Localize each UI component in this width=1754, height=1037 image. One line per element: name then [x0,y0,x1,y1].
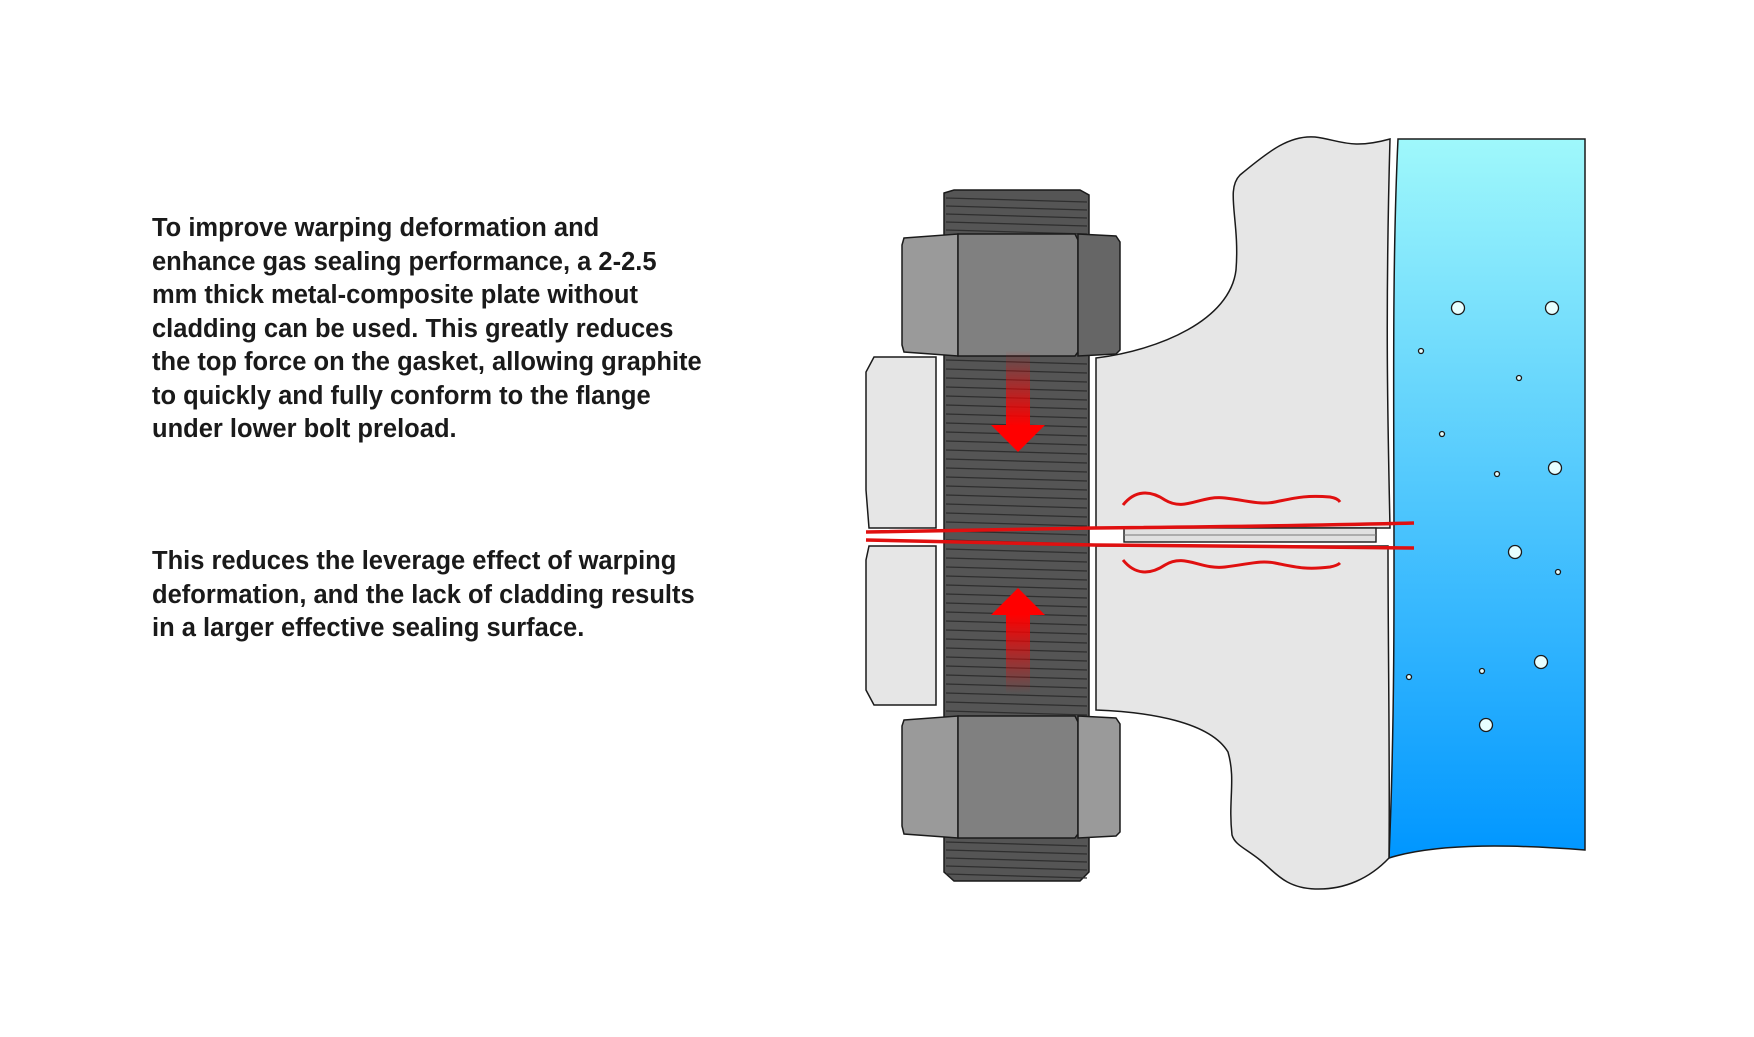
text-line: cladding can be used. This greatly reduc… [152,314,674,343]
upper-seal-line [865,521,1415,534]
description-paragraph-1: To improve warping deformation and enhan… [152,212,812,447]
thread-line [945,584,1088,590]
thread-line [945,521,1088,527]
text-line: to quickly and fully conform to the flan… [152,381,651,410]
leak-wavy-lines [1121,491,1342,574]
thread-line [945,575,1088,581]
bubble [1544,300,1560,316]
bubble [1547,460,1563,476]
bubble [1450,300,1466,316]
bubble [1478,717,1494,733]
bubble [1554,568,1562,576]
thread-line [945,548,1088,554]
thread-line [945,841,1088,847]
nut-face-right [1077,715,1121,839]
text-line: the top force on the gasket, allowing gr… [152,348,702,376]
text-line: To improve warping deformation and [152,214,600,242]
thread-line [945,865,1088,871]
bubble [1515,374,1523,382]
down-force-arrow [991,350,1045,452]
bubble [1507,544,1523,560]
thread-line [945,213,1088,219]
lower-wavy-line [1121,559,1342,574]
upper-flange-rim [865,356,937,529]
upper-flange-hub [1095,136,1391,529]
thread-line [945,566,1088,572]
text-line: This reduces the leverage effect of warp… [152,547,677,575]
thread-line [945,692,1088,698]
bubble [1405,673,1413,681]
thread-line [945,221,1088,227]
nut-face-right [1077,233,1121,357]
fluid-region [1388,138,1586,860]
thread-line [945,701,1088,707]
bubble [1438,430,1446,438]
text-line: under lower bolt preload. [152,415,457,443]
bubbles [1405,300,1563,733]
text-line: enhance gas sealing performance, a 2-2.5 [152,247,657,276]
thread-line [945,467,1088,473]
thread-line [945,857,1088,863]
thread-line [945,476,1088,482]
thread-line [945,494,1088,500]
text-line: in a larger effective sealing surface. [152,614,585,642]
seal-lines [865,521,1415,550]
text-line: mm thick metal-composite plate without [152,281,638,309]
thread-line [945,205,1088,211]
nut-face-center [957,715,1079,839]
lower-seal-line [865,538,1415,550]
thread-line [945,512,1088,518]
description-paragraph-2: This reduces the leverage effect of warp… [152,545,812,646]
upper-nut [901,233,1121,357]
thread-line [945,449,1088,455]
lower-flange-rim [865,545,937,706]
up-force-arrow [991,588,1045,694]
upper-wavy-line [1121,491,1342,506]
lower-flange-hub [1095,545,1391,890]
nut-face-left [901,233,959,357]
nut-face-left [901,715,959,839]
thread-line [945,873,1088,879]
thread-line [945,197,1088,203]
lower-nut [901,715,1121,839]
nut-face-center [957,233,1079,357]
thread-line [945,710,1088,716]
thread-line [945,503,1088,509]
thread-line [945,557,1088,563]
text-line: deformation, and the lack of cladding re… [152,580,695,609]
thread-line [945,485,1088,491]
bubble [1493,470,1501,478]
bubble [1478,667,1486,675]
thread-line [945,849,1088,855]
bubble [1417,347,1425,355]
bubble [1533,654,1549,670]
thread-line [945,458,1088,464]
